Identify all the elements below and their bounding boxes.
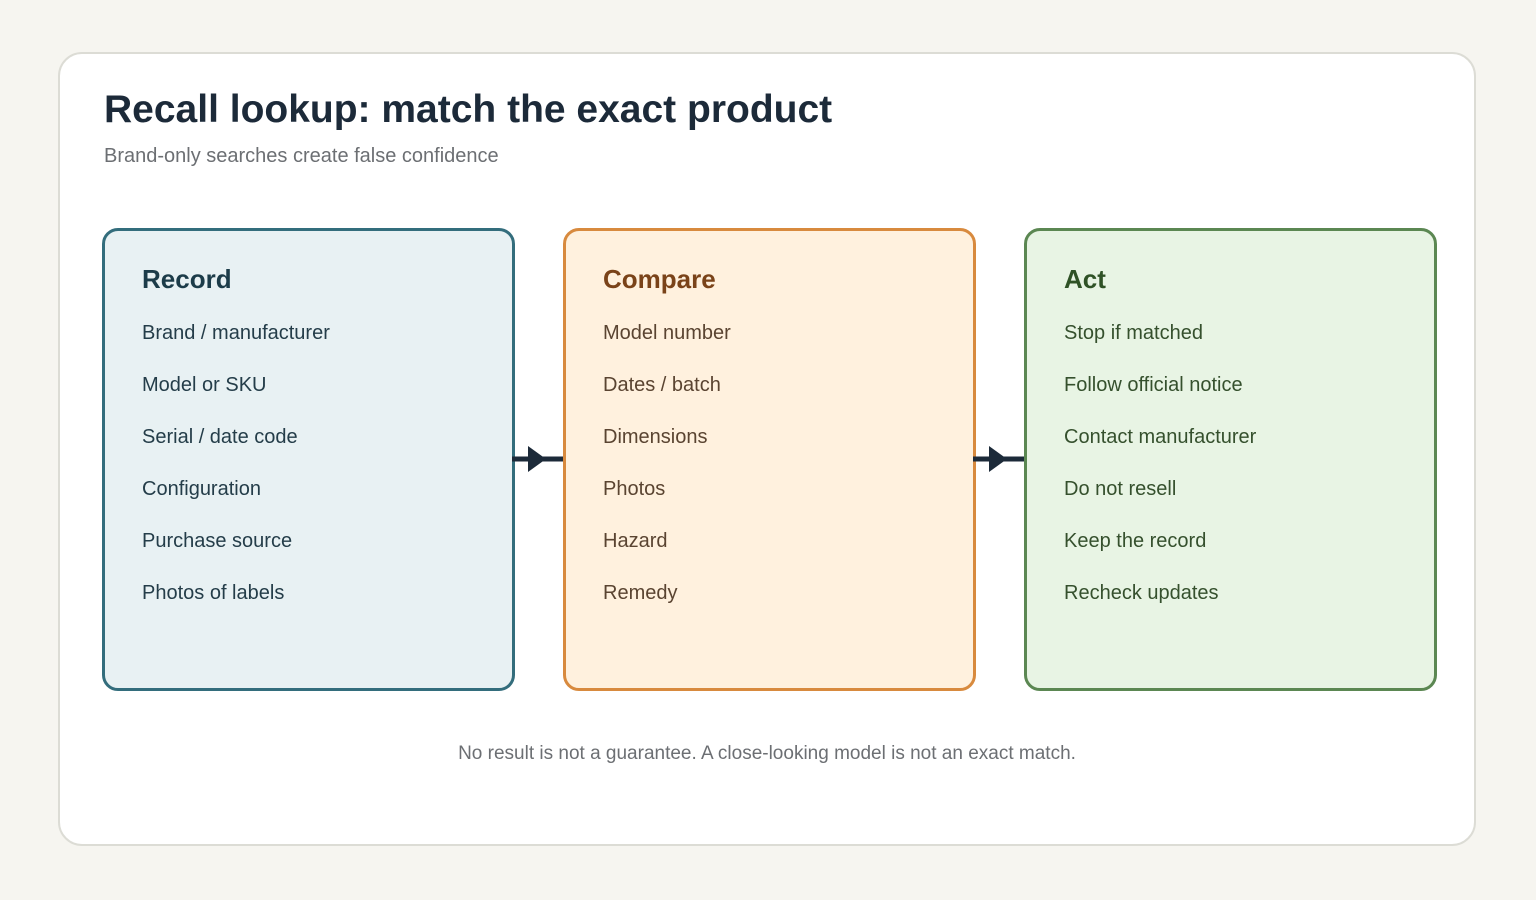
list-item: Dates / batch [603, 374, 721, 396]
step-record-heading: Record [142, 264, 232, 294]
list-item: Model number [603, 322, 731, 344]
arrow-right-icon [973, 446, 1025, 472]
list-item: Contact manufacturer [1064, 426, 1257, 448]
list-item: Serial / date code [142, 426, 298, 448]
step-act-list: Stop if matched Follow official notice C… [1064, 321, 1256, 633]
list-item: Photos of labels [142, 582, 285, 604]
list-item: Photos [603, 478, 666, 500]
page-title: Recall lookup: match the exact product [104, 88, 833, 131]
step-act-heading: Act [1064, 264, 1106, 294]
step-compare-box: Compare Model number Dates / batch Dimen… [563, 228, 976, 691]
list-item: Dimensions [603, 426, 708, 448]
list-item: Configuration [142, 478, 261, 500]
step-compare-list: Model number Dates / batch Dimensions Ph… [603, 321, 731, 633]
list-item: Remedy [603, 582, 678, 604]
page-subtitle: Brand-only searches create false confide… [104, 145, 499, 167]
arrow-right-icon [512, 446, 564, 472]
step-act-box: Act Stop if matched Follow official noti… [1024, 228, 1437, 691]
footnote: No result is not a guarantee. A close-lo… [458, 743, 1076, 764]
diagram-card: Recall lookup: match the exact product B… [58, 52, 1476, 846]
list-item: Recheck updates [1064, 582, 1219, 604]
list-item: Keep the record [1064, 530, 1207, 552]
step-record-list: Brand / manufacturer Model or SKU Serial… [142, 321, 330, 633]
list-item: Hazard [603, 530, 668, 552]
list-item: Purchase source [142, 530, 293, 552]
step-record-box: Record Brand / manufacturer Model or SKU… [102, 228, 515, 691]
list-item: Stop if matched [1064, 322, 1203, 344]
list-item: Brand / manufacturer [142, 322, 330, 344]
step-compare-heading: Compare [603, 264, 716, 294]
list-item: Follow official notice [1064, 374, 1243, 396]
list-item: Do not resell [1064, 478, 1177, 500]
list-item: Model or SKU [142, 374, 267, 396]
